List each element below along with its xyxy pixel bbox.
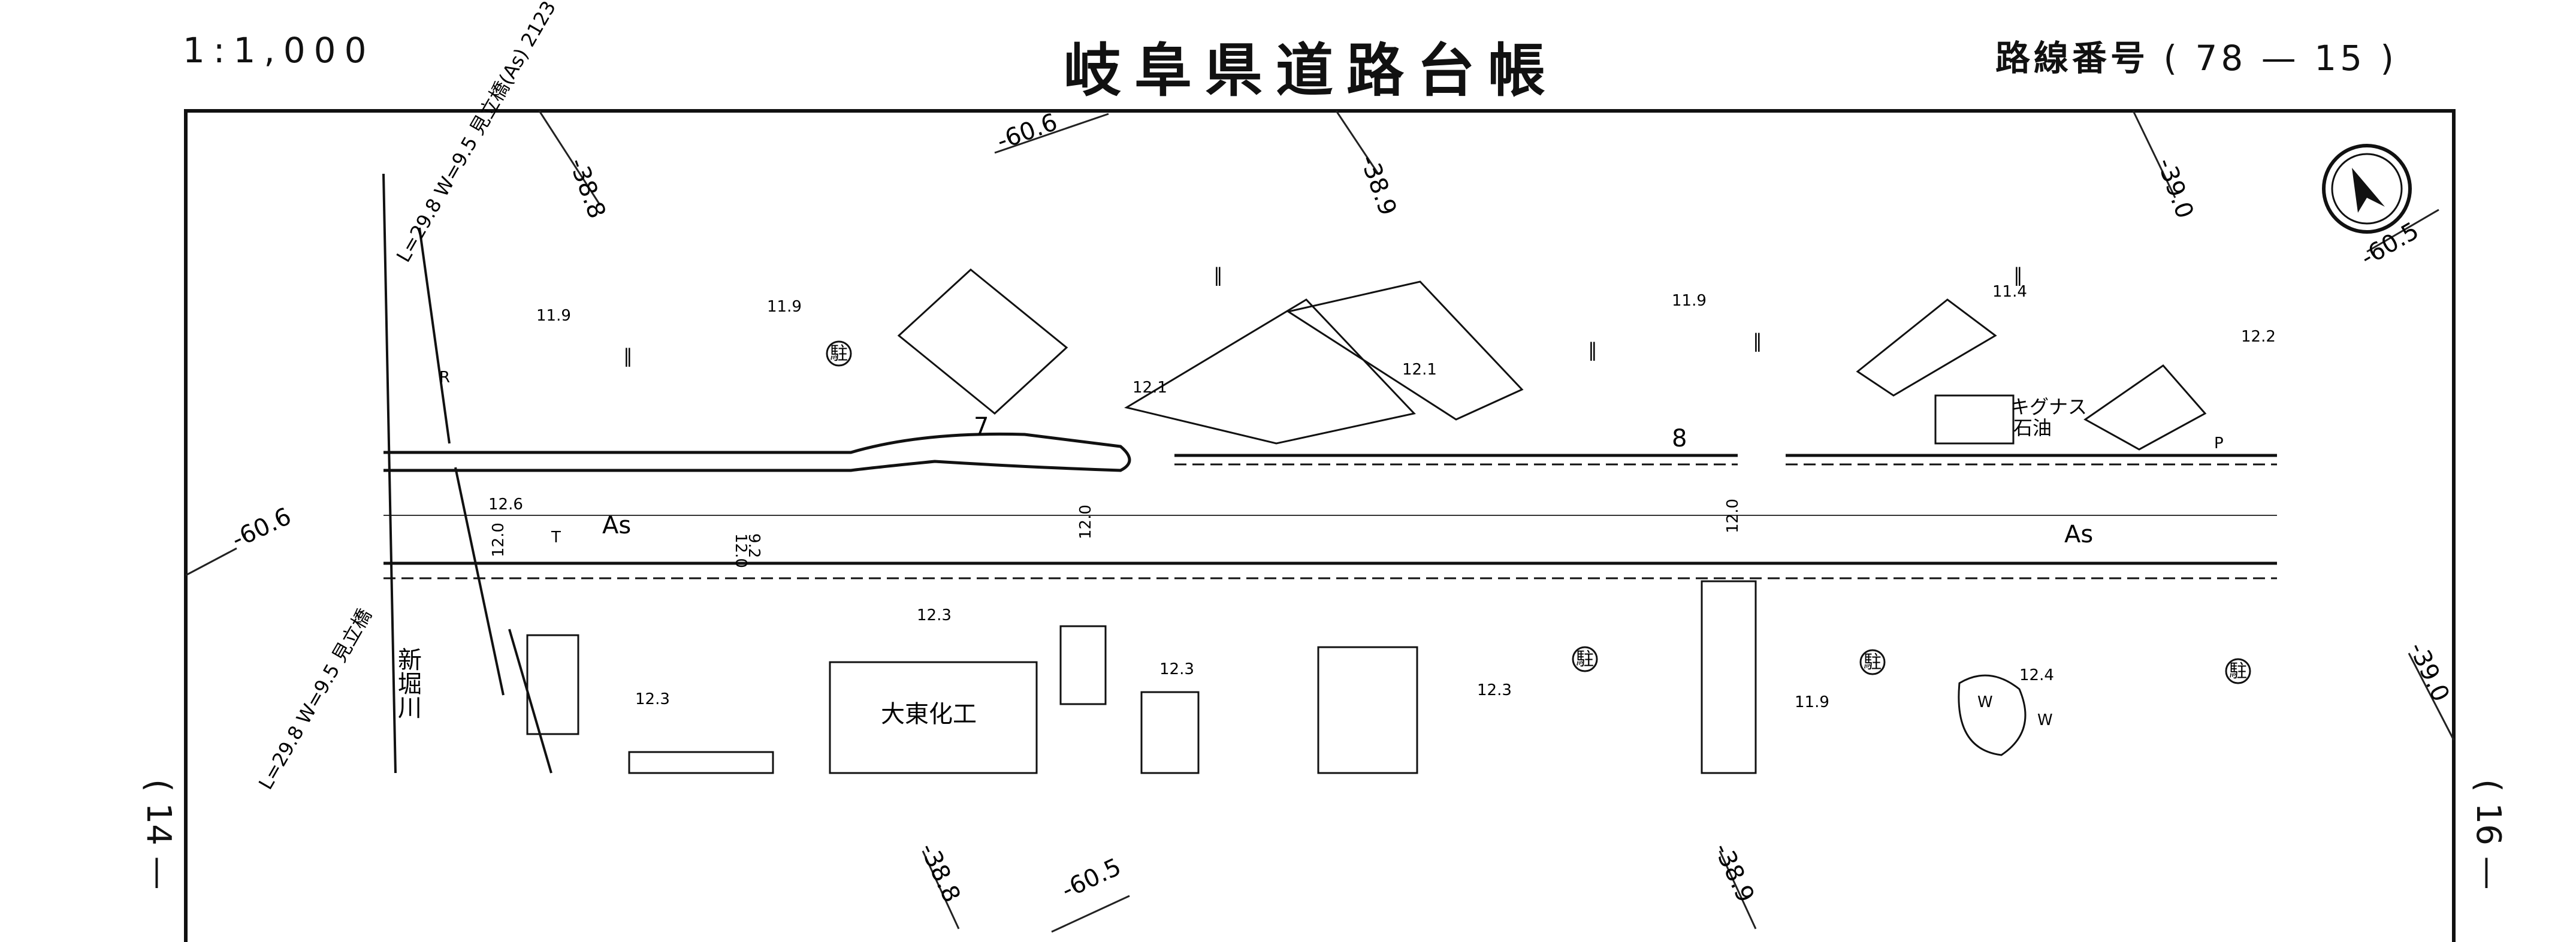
land-mark-3: ∥ bbox=[1588, 339, 1597, 361]
elev-north-1: 11.9 bbox=[536, 307, 571, 325]
road-surface-right: As bbox=[2064, 521, 2093, 548]
elev-north-4: 12.1 bbox=[1402, 361, 1437, 379]
river-lines bbox=[382, 173, 552, 774]
elev-south-4: 12.3 bbox=[1477, 681, 1512, 699]
svg-text:駐: 駐 bbox=[1864, 652, 1882, 673]
well-label-1: W bbox=[1977, 693, 1993, 711]
page-ref-left: ( 14 — bbox=[139, 779, 178, 890]
coord-right: -39.0 bbox=[2403, 638, 2454, 706]
buildings-north bbox=[897, 268, 2207, 451]
coord-top-1: -60.6 bbox=[993, 108, 1061, 156]
marker-t: T bbox=[551, 529, 561, 547]
river-label: 新堀川 bbox=[394, 647, 421, 719]
land-mark-2: ∥ bbox=[1213, 264, 1223, 286]
land-mark-4: ∥ bbox=[1753, 330, 1762, 352]
coord-bottom-1: -38.8 bbox=[914, 839, 965, 907]
road-surface-left: As bbox=[602, 512, 631, 539]
bridge-label-top: L=29.8 W=9.5 見立橋(As) 2123 bbox=[392, 0, 560, 266]
elev-north-2: 11.9 bbox=[767, 298, 802, 316]
elev-north-3: 12.1 bbox=[1133, 379, 1167, 397]
building-label-daito: 大東化工 bbox=[881, 701, 977, 728]
elev-south-6: 12.4 bbox=[2019, 666, 2054, 684]
marker-p: P bbox=[2214, 434, 2224, 452]
svg-text:駐: 駐 bbox=[2229, 661, 2247, 682]
elev-south-5: 11.9 bbox=[1795, 693, 1829, 711]
map-frame bbox=[184, 109, 2456, 942]
north-arrow-icon bbox=[2322, 144, 2412, 234]
parking-symbols: 駐 駐 駐 駐 bbox=[826, 340, 2251, 684]
section-number-7: 7 bbox=[974, 413, 989, 440]
elev-north-7: 12.2 bbox=[2241, 328, 2276, 346]
road-width-4: 12.0 bbox=[1077, 505, 1095, 539]
coord-top-3: -38.9 bbox=[1355, 152, 1402, 219]
svg-text:駐: 駐 bbox=[1576, 649, 1594, 670]
buildings-south bbox=[526, 580, 1757, 774]
elev-north-6: 11.4 bbox=[1992, 283, 2027, 301]
gas-station-label-2: 石油 bbox=[2013, 416, 2052, 439]
route-label: 路線番号 bbox=[1995, 38, 2149, 78]
coord-top-2: -38.8 bbox=[564, 155, 611, 222]
coord-top-4: -39.0 bbox=[2152, 155, 2199, 222]
road-edges bbox=[383, 432, 2277, 579]
gas-station-label-1: キグナス bbox=[2010, 395, 2087, 418]
coord-left: -60.6 bbox=[228, 503, 295, 554]
pond bbox=[1958, 674, 2027, 756]
svg-text:駐: 駐 bbox=[830, 343, 848, 364]
road-width-5: 12.0 bbox=[1724, 499, 1742, 533]
land-mark-1: ∥ bbox=[623, 345, 633, 367]
bridge-label-bottom: L=29.8 W=9.5 見立橋 bbox=[254, 605, 376, 793]
road-width-3: 9.2 bbox=[745, 533, 763, 558]
route-number-value: ( 78 — 15 ) bbox=[2163, 38, 2398, 78]
land-mark-5: ∥ bbox=[2013, 264, 2023, 286]
elev-south-2: 12.3 bbox=[917, 606, 952, 624]
elev-road-1: 12.6 bbox=[488, 496, 523, 514]
page-title: 岐阜県道路台帳 bbox=[1064, 37, 1559, 104]
well-label-2: W bbox=[2037, 711, 2053, 729]
coord-bottom-3: -38.9 bbox=[1708, 839, 1759, 907]
section-number-8: 8 bbox=[1672, 425, 1687, 452]
road-width-1: 12.0 bbox=[490, 523, 508, 557]
elev-south-3: 12.3 bbox=[1159, 660, 1194, 678]
coord-bottom-2: -60.5 bbox=[1058, 853, 1125, 904]
route-number: 路線番号 ( 78 — 15 ) bbox=[1995, 30, 2397, 80]
marker-r: R bbox=[439, 369, 450, 387]
map-scale: 1:1,000 bbox=[183, 30, 375, 71]
road-width-2: 12.0 bbox=[732, 533, 750, 568]
page-ref-right: ( 16 — bbox=[2469, 779, 2508, 890]
elev-north-5: 11.9 bbox=[1672, 292, 1707, 310]
elev-south-1: 12.3 bbox=[635, 690, 670, 708]
grid-lines bbox=[185, 110, 2455, 933]
